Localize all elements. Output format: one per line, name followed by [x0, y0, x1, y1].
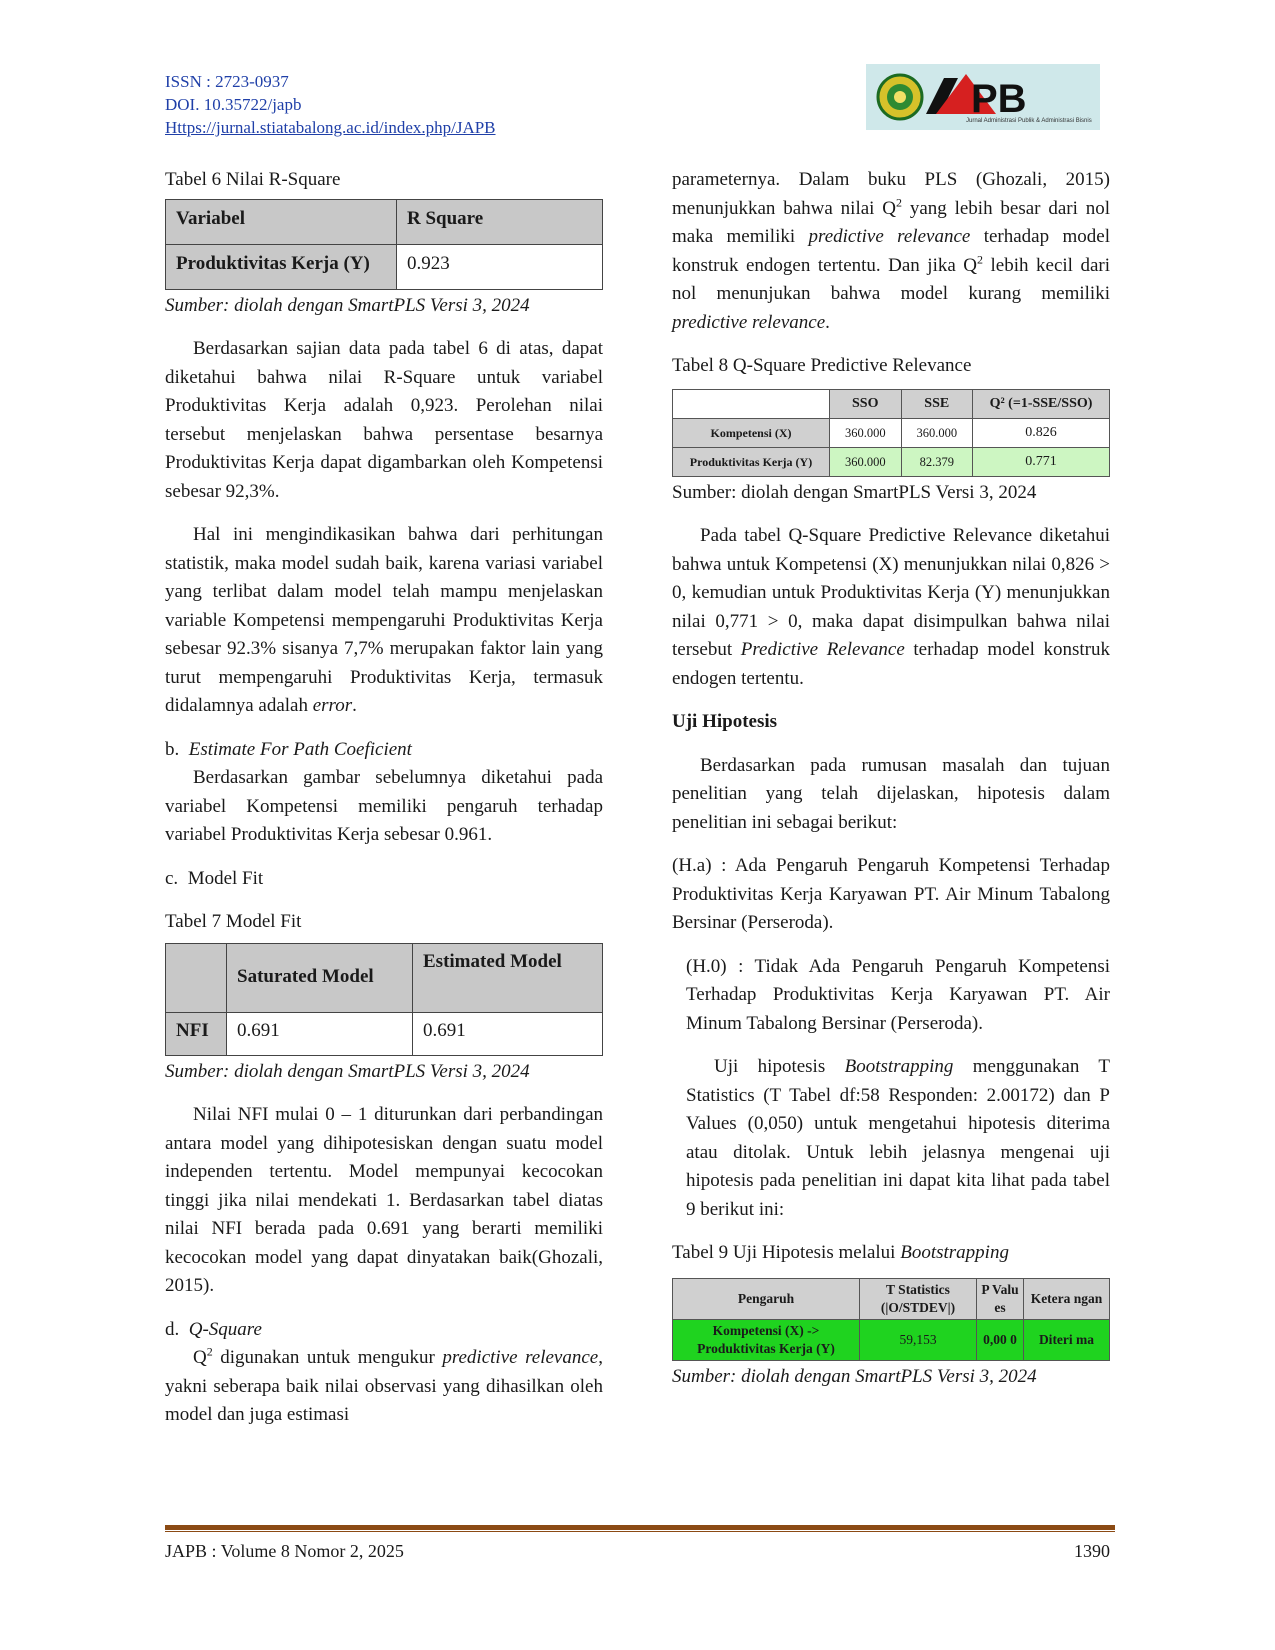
section-b-heading: b. Estimate For Path Coeficient: [165, 738, 412, 760]
t7-saturated-value: 0.691: [226, 1011, 413, 1056]
footer-rule: [165, 1525, 1115, 1530]
table6-caption: Tabel 6 Nilai R-Square: [165, 169, 341, 190]
table9-hypothesis: Pengaruh T Statistics (|O/STDEV|) P Valu…: [672, 1277, 1110, 1361]
table7-model-fit: Saturated Model Estimated Model NFI 0.69…: [165, 942, 603, 1056]
table8-q-square: SSO SSE Q² (=1-SSE/SSO) Kompetensi (X) 3…: [672, 388, 1110, 477]
heading-uji-hipotesis: Uji Hipotesis: [672, 711, 778, 732]
table6-r-square: Variabel R Square Produktivitas Kerja (Y…: [165, 198, 603, 290]
t9-header-tstat: T Statistics (|O/STDEV|): [859, 1277, 977, 1320]
t9-row-pvalue: 0,00 0: [976, 1318, 1024, 1361]
journal-url-link[interactable]: Https://jurnal.stiatabalong.ac.id/index.…: [165, 118, 496, 137]
paragraph-path-coefficient: Berdasarkan gambar sebelumnya diketahui …: [165, 767, 603, 845]
t8-row2-sso: 360.000: [829, 446, 902, 477]
t7-header-blank: [165, 942, 227, 1013]
t8-header-q2: Q² (=1-SSE/SSO): [972, 388, 1110, 419]
t7-estimated-value: 0.691: [412, 1011, 603, 1056]
t8-row1-sso: 360.000: [829, 417, 902, 448]
doi: DOI. 10.35722/japb: [165, 95, 302, 114]
table9-source: Sumber: diolah dengan SmartPLS Versi 3, …: [672, 1365, 1037, 1387]
table7-caption: Tabel 7 Model Fit: [165, 911, 302, 932]
paragraph-hypothesis-intro: Berdasarkan pada rumusan masalah dan tuj…: [672, 754, 1110, 833]
t6-header-rsquare: R Square: [396, 198, 603, 245]
table9-caption: Tabel 9 Uji Hipotesis melalui Bootstrapp…: [672, 1242, 1009, 1263]
table8-caption: Tabel 8 Q-Square Predictive Relevance: [672, 355, 972, 376]
t8-row1-label: Kompetensi (X): [672, 417, 830, 448]
t8-row2-q2: 0.771: [972, 446, 1110, 477]
t9-row-label: Kompetensi (X) -> Produktivitas Kerja (Y…: [672, 1318, 860, 1361]
footer-rule-thin: [165, 1531, 1115, 1532]
svg-text:Jurnal Administrasi Publik & A: Jurnal Administrasi Publik & Administras…: [966, 118, 1092, 124]
japb-logo: PB Jurnal Administrasi Publik & Administ…: [866, 64, 1100, 130]
right-column: parameternya. Dalam buku PLS (Ghozali, 2…: [672, 166, 1110, 1391]
paragraph-nfi: Nilai NFI mulai 0 – 1 diturunkan dari pe…: [165, 1104, 603, 1296]
t8-row1-q2: 0.826: [972, 417, 1110, 448]
paragraph-q-square-result: Pada tabel Q-Square Predictive Relevance…: [672, 525, 1110, 689]
t7-header-estimated: Estimated Model: [412, 942, 603, 1013]
journal-header: ISSN : 2723-0937 DOI. 10.35722/japb Http…: [165, 70, 496, 139]
svg-text:PB: PB: [971, 77, 1027, 121]
paragraph-rsquare: Berdasarkan sajian data pada tabel 6 di …: [165, 338, 603, 502]
footer-page-number: 1390: [1074, 1541, 1110, 1561]
t8-row2-sse: 82.379: [900, 446, 973, 477]
t6-row-value: 0.923: [396, 243, 603, 290]
table6-source: Sumber: diolah dengan SmartPLS Versi 3, …: [165, 294, 530, 316]
paragraph-q-square-cont: parameternya. Dalam buku PLS (Ghozali, 2…: [672, 169, 1110, 333]
t8-row1-sse: 360.000: [900, 417, 973, 448]
t8-header-sso: SSO: [829, 388, 902, 419]
t9-row-keterangan: Diteri ma: [1023, 1318, 1110, 1361]
t9-header-keterangan: Ketera ngan: [1023, 1277, 1110, 1320]
table8-source: Sumber: diolah dengan SmartPLS Versi 3, …: [672, 481, 1037, 503]
t9-header-pengaruh: Pengaruh: [672, 1277, 860, 1320]
table7-source: Sumber: diolah dengan SmartPLS Versi 3, …: [165, 1060, 530, 1082]
paragraph-q-square: Q2 digunakan untuk mengukur predictive r…: [165, 1344, 603, 1425]
t7-row-label: NFI: [165, 1011, 227, 1056]
hypothesis-ha: (H.a) : Ada Pengaruh Pengaruh Kompetensi…: [672, 855, 1110, 933]
section-c-heading: c. Model Fit: [165, 867, 264, 889]
t9-row-tstat: 59,153: [859, 1318, 977, 1361]
t9-header-pvalues: P Valu es: [976, 1277, 1024, 1320]
t6-row-label: Produktivitas Kerja (Y): [165, 243, 397, 290]
t8-header-blank: [672, 388, 830, 419]
t7-header-saturated: Saturated Model: [226, 942, 413, 1013]
t8-row2-label: Produktivitas Kerja (Y): [672, 446, 830, 477]
footer-journal: JAPB : Volume 8 Nomor 2, 2025: [165, 1541, 404, 1561]
t6-header-variabel: Variabel: [165, 198, 397, 245]
issn: ISSN : 2723-0937: [165, 72, 289, 91]
t8-header-sse: SSE: [900, 388, 973, 419]
left-column: Tabel 6 Nilai R-Square Variabel R Square…: [165, 166, 603, 1430]
paragraph-model-good: Hal ini mengindikasikan bahwa dari perhi…: [165, 524, 603, 716]
hypothesis-h0: (H.0) : Tidak Ada Pengaruh Pengaruh Komp…: [686, 955, 1110, 1034]
paragraph-bootstrapping: Uji hipotesis Bootstrapping menggunakan …: [686, 1056, 1111, 1220]
section-d-heading: d. Q-Square: [165, 1318, 262, 1340]
